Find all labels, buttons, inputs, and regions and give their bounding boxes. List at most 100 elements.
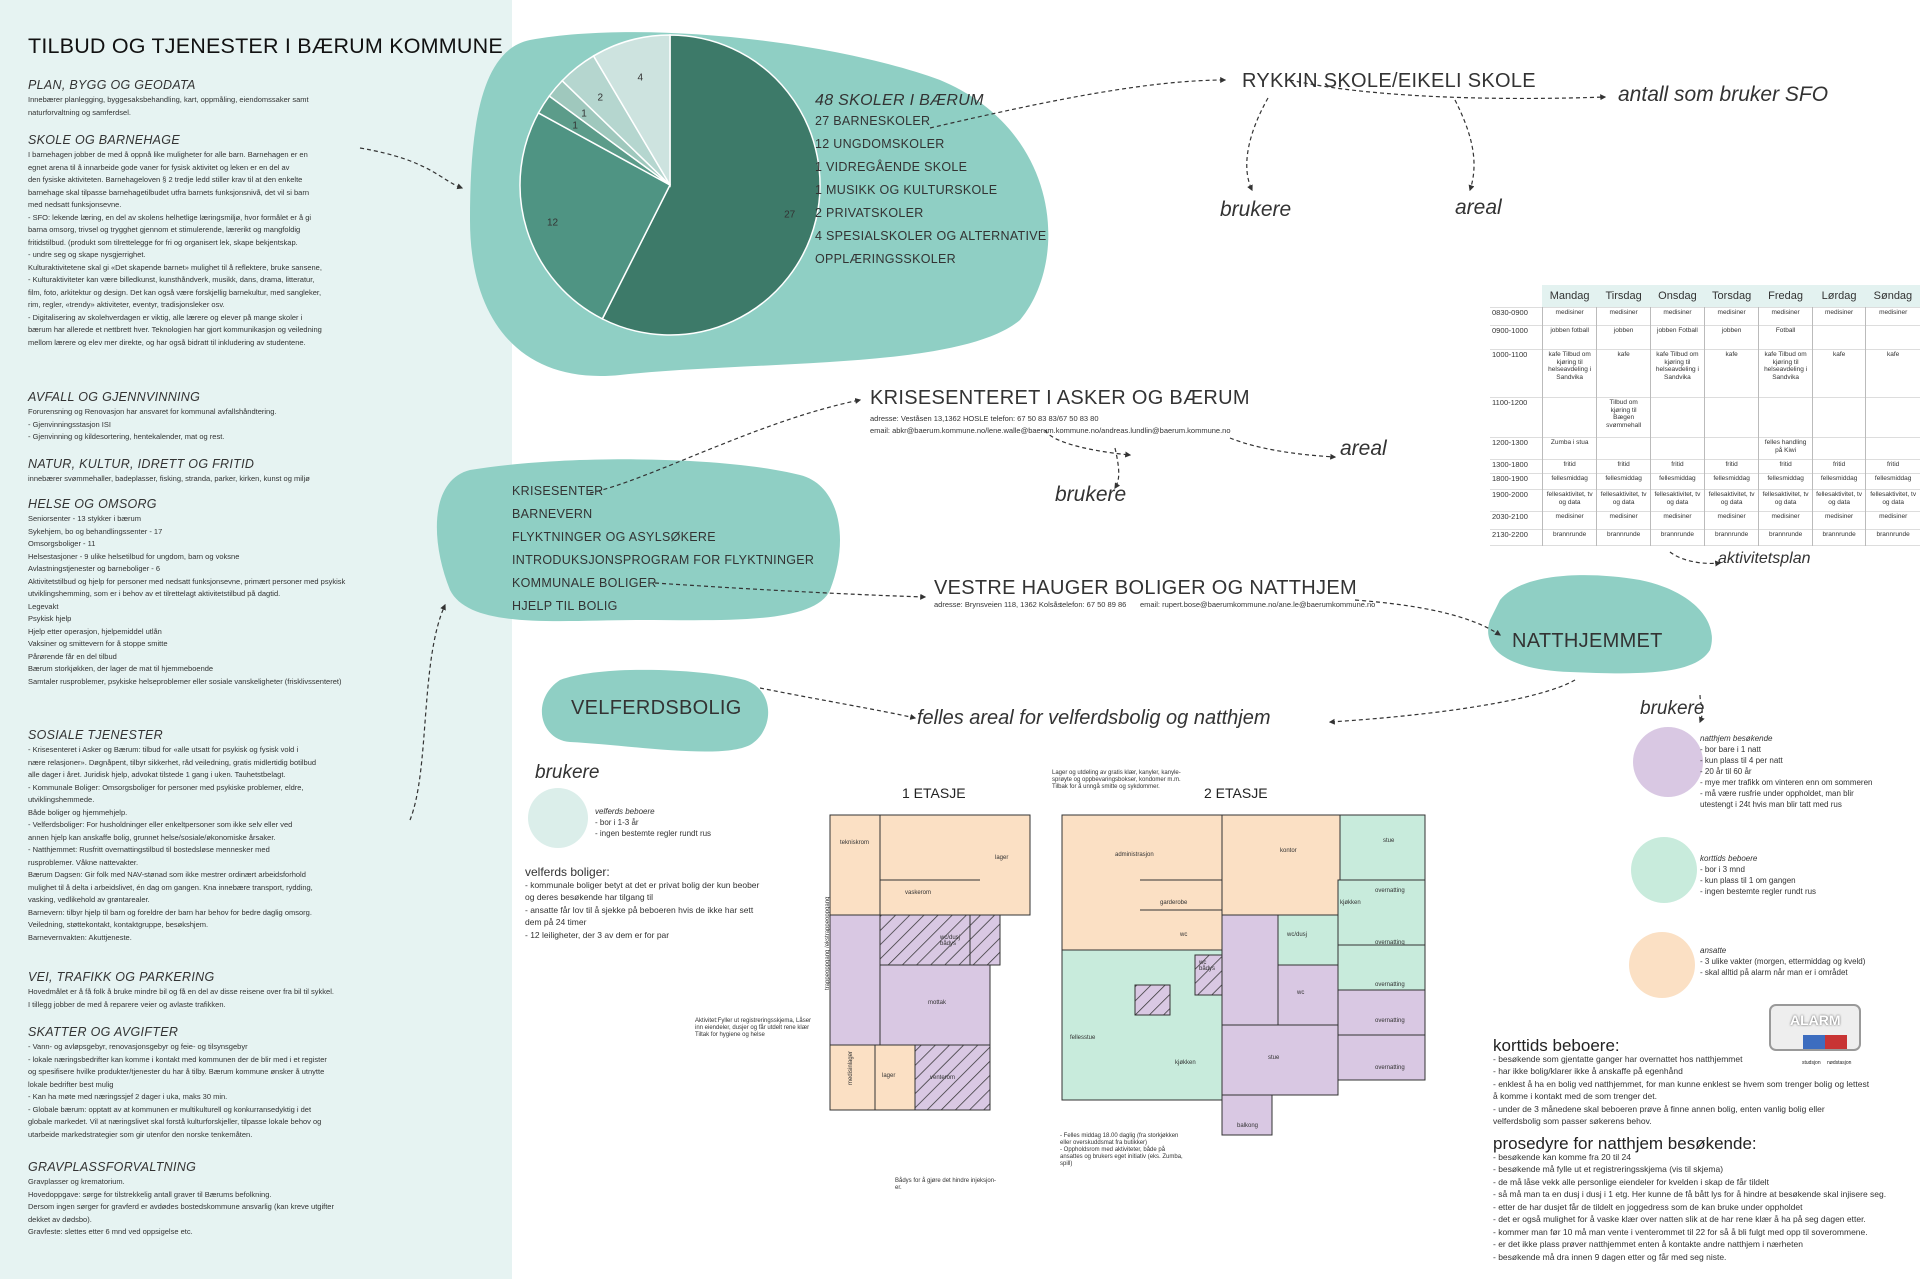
vestre-phone: telefon: 67 50 89 86 — [1060, 600, 1127, 609]
alarm-panel[interactable] — [1769, 1004, 1861, 1051]
schedule-cell: medisiner — [1541, 511, 1597, 530]
text-line: - besøkende kan komme fra 20 til 24 — [1493, 1151, 1631, 1162]
schedule-day-header: Torsdag — [1704, 285, 1759, 308]
etasje2-label: 2 ETASJE — [1204, 785, 1268, 801]
schedule-cell: medisiner — [1649, 511, 1705, 530]
text-line: - SFO: lekende læring, en del av skolens… — [28, 212, 312, 222]
schedule-time: 2130-2200 — [1492, 530, 1528, 539]
text-line: film, foto, arkitektur og design. Det ka… — [28, 287, 322, 297]
section-body: - Vann- og avløpsgebyr, renovasjonsgebyr… — [28, 1041, 488, 1141]
text-line: - Kan ha møte med næringssjef 2 dager i … — [28, 1092, 228, 1101]
text-line: bærum har allerede et nettbrett hver. Te… — [28, 325, 322, 334]
pie-slice-label: 27 — [784, 210, 796, 221]
text-line: - ingen bestemte regler rundt rus — [595, 829, 712, 838]
schedule-cell: fellesaktivitet, tv og data — [1811, 489, 1866, 512]
pie-slice — [519, 111, 671, 320]
text-line: utviklingshemmede. — [28, 795, 95, 804]
text-line: - det er også mulighet for å vaske klær … — [1493, 1214, 1866, 1224]
text-line: - må være rusfrie under oppholdet, man b… — [1700, 789, 1854, 798]
natthjem-circle — [1633, 727, 1703, 797]
pie-slice-label: 2 — [597, 93, 603, 104]
krise-areal: areal — [1340, 437, 1387, 460]
text-line: Bærum Dagsen: Gir folk med NAV-stønad so… — [28, 870, 306, 879]
text-line: Hovedmålet er å få folk å bruke mindre b… — [28, 987, 334, 996]
natthjem-aktivitetsplan: aktivitetsplan — [1718, 550, 1811, 567]
text-line: 2 PRIVATSKOLER — [815, 206, 924, 220]
schedule-time: 1300-1800 — [1492, 460, 1528, 469]
schedule-cell: fellesaktivitet, tv og data — [1649, 489, 1705, 512]
left-section: SKATTER OG AVGIFTER- Vann- og avløpsgeby… — [28, 1025, 488, 1141]
room-garderobe: garderobe — [1160, 900, 1188, 906]
schedule-cell: fellesmiddag — [1596, 473, 1651, 490]
alarm-left: studsjon — [1802, 1060, 1821, 1066]
text-line: - skal alltid på alarm når man er i områ… — [1700, 968, 1848, 977]
left-section: SOSIALE TJENESTER- Krisesenteret i Asker… — [28, 728, 488, 944]
pie-slice-label: 1 — [581, 108, 587, 119]
text-line: - besøkende som gjentatte ganger har ove… — [1493, 1053, 1743, 1064]
rykkin-brukere: brukere — [1220, 198, 1292, 221]
text-line: Gravfeste: slettes etter 6 mnd ved oppsi… — [28, 1227, 193, 1236]
schedule-cell: fellesaktivitet, tv og data — [1758, 489, 1813, 512]
legend-velferd: velferds beboere - bor i 1-3 år- ingen b… — [595, 807, 712, 838]
pie-slice — [601, 34, 821, 336]
schedule-cell: fellesmiddag — [1541, 473, 1597, 490]
text-line: Hjelp etter operasjon, hjelpemiddel utlå… — [28, 626, 162, 636]
schedule-cell: medisiner — [1541, 307, 1597, 326]
natthjem-blob — [1488, 575, 1712, 674]
room-administrasjon: administrasjon — [1115, 852, 1154, 858]
schedule-cell: medisiner — [1703, 307, 1759, 326]
text-line: innebærer svømmehaller, badeplasser, fis… — [28, 474, 310, 483]
text-line: 1 VIDREGÅENDE SKOLE — [815, 160, 968, 174]
note-bottom2: - Felles middag 18.00 daglig (fra storkj… — [1060, 1133, 1183, 1168]
schedule-cell: kafe Tilbud om kjøring til helseavdeling… — [1758, 349, 1813, 398]
krise-address: adresse: Veståsen 13,1362 HOSLE telefon:… — [870, 414, 1099, 423]
text-line: Psykisk hjelp — [28, 614, 72, 623]
room-overnatting-2: overnatting — [1375, 940, 1405, 946]
text-line: barnehage skal tilpasse barnehagetilbude… — [28, 187, 310, 197]
text-line: Bådys for å gjøre det hindre injeksjon- — [895, 1178, 997, 1184]
text-line: - kun plass til 4 per natt — [1700, 756, 1783, 765]
etasje1-label: 1 ETASJE — [902, 785, 966, 801]
pie-slice-label: 1 — [572, 120, 578, 131]
room-overnatting-1: overnatting — [1375, 888, 1405, 894]
text-line: og deres besøkende har tilgang til — [525, 892, 654, 902]
schedule-cell: medisiner — [1811, 307, 1866, 326]
natthjem-title: NATTHJEMMET — [1512, 630, 1663, 652]
text-line: - så må man ta en dusj i dusj i 1 etg. H… — [1493, 1189, 1887, 1199]
room-kjokken2: kjøkken — [1175, 1060, 1196, 1066]
text-line: nære relasjoner». Døgnåpent, tilbyr sikk… — [28, 757, 317, 767]
legend-ansatte: ansatte - 3 ulike vakter (morgen, etterm… — [1700, 946, 1866, 977]
text-line: 1 MUSIKK OG KULTURSKOLE — [815, 183, 998, 197]
text-line: - kun plass til 1 om gangen — [1700, 876, 1796, 885]
schedule-time: 0830-0900 — [1492, 308, 1528, 317]
schedule-cell: brannrunde — [1703, 529, 1759, 546]
legend-korttids: korttids beboere - bor i 3 mnd- kun plas… — [1700, 854, 1817, 896]
natthjem-brukere: brukere — [1640, 698, 1705, 719]
room-wcdusj: wc/dusj — [1287, 932, 1308, 938]
note-bottom: Bådys for å gjøre det hindre injeksjon-e… — [895, 1178, 996, 1192]
schedule-cell: kafe — [1596, 349, 1651, 398]
schedule-cell: brannrunde — [1811, 529, 1866, 546]
schedule-day-header: Onsdag — [1650, 285, 1705, 308]
schedule-cell: fellesaktivitet, tv og data — [1865, 489, 1920, 512]
schedule-time: 2030-2100 — [1492, 512, 1528, 521]
text-line: - Globale bærum: opptatt av at kommunen … — [28, 1104, 312, 1114]
schedule-cell — [1865, 437, 1920, 460]
legend-natthjem: natthjem besøkende - bor bare i 1 natt- … — [1700, 734, 1873, 809]
text-line: - 12 leiligheter, der 3 av dem er for pa… — [525, 929, 670, 940]
schedule-cell — [1811, 397, 1866, 438]
note-left: Aktivitet:Fyller ut registreringsskjema,… — [695, 1018, 811, 1039]
text-line: Aktivitet:Fyller ut registreringsskjema,… — [695, 1018, 812, 1024]
section-heading: SOSIALE TJENESTER — [28, 728, 163, 742]
text-line: - 3 ulike vakter (morgen, ettermiddag og… — [1700, 957, 1866, 966]
krise-title: KRISESENTERET I ASKER OG BÆRUM — [870, 387, 1250, 409]
velferd-blob — [541, 669, 769, 752]
text-line: ansattes og brukers eget initiativ (eks.… — [1060, 1154, 1183, 1160]
